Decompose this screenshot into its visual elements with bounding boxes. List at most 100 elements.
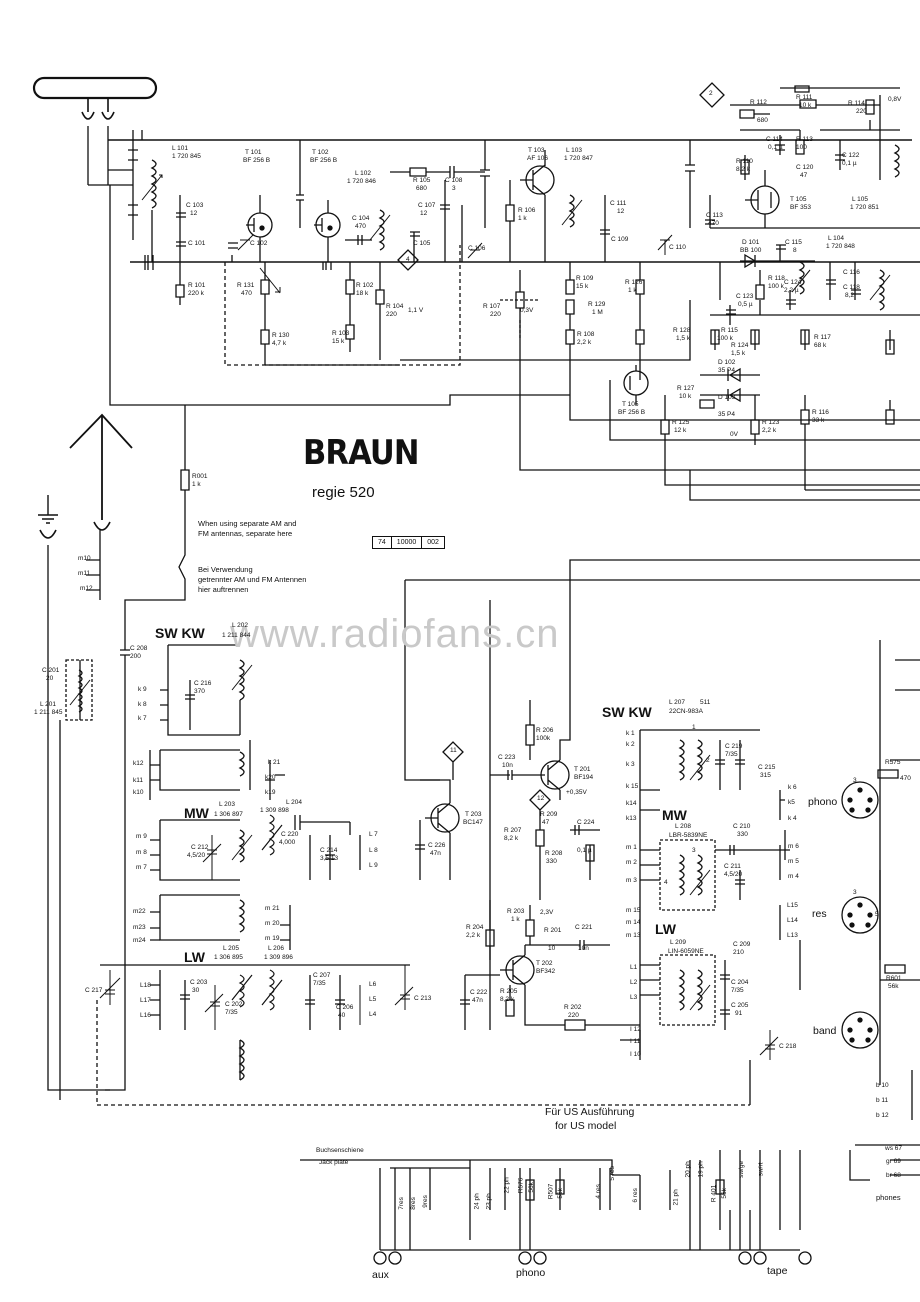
label-r207: R 207 (504, 827, 522, 834)
label-r206: R 206 (536, 727, 554, 734)
label-l209: L 209 (670, 939, 687, 946)
terminal-l5: L5 (369, 996, 377, 1003)
label-r114: R 114 (848, 100, 865, 107)
label-c217: C 217 (85, 987, 103, 994)
label-c111: C 111 (610, 200, 627, 207)
value-c206: 40 (338, 1012, 346, 1019)
value-r507: 56k (556, 1188, 564, 1199)
terminal-k13: k13 (626, 815, 637, 822)
value-c226: 47n (430, 850, 441, 857)
value-t202: BF342 (536, 968, 556, 975)
label-r110: R 110 (736, 158, 753, 165)
terminal-l15: L15 (787, 902, 798, 909)
value-r103: 15 k (332, 338, 345, 345)
value-l208: LBR-5839NE (669, 832, 708, 839)
terminal-k8: k 8 (138, 701, 147, 708)
label-c226: C 226 (428, 842, 446, 849)
terminal-k14: k14 (626, 800, 637, 807)
socket-pin-5: 5 (875, 911, 879, 918)
value-l101: 1 720 845 (172, 153, 201, 160)
label-r129: R 129 (588, 301, 606, 308)
label-r125: R 125 (672, 419, 690, 426)
label-c218: C 218 (779, 1043, 797, 1050)
label-r507: R507 (547, 1183, 555, 1200)
node-2: 2 (709, 90, 713, 97)
label-c213: C 213 (414, 995, 432, 1002)
label-c120: C 120 (796, 164, 814, 171)
jack-plate-en: Jack plate (319, 1159, 349, 1166)
model-name: regie 520 (312, 484, 375, 501)
value-r101: 220 k (188, 290, 204, 297)
value-r109: 15 k (576, 283, 589, 290)
label-t203: T 203 (465, 811, 482, 818)
terminal-k21: k 21 (268, 759, 281, 766)
value-c224: 0,1 µ (577, 847, 592, 854)
document-stamp: 74 10000 002 (372, 536, 445, 549)
value-c211: 4,5/20 (724, 871, 743, 878)
value-r113: 100 (796, 144, 807, 151)
value-c122: 0,1 µ (842, 160, 857, 167)
note-us-en: for US model (555, 1120, 617, 1132)
band-heading-sw-kw-2: SW KW (602, 704, 652, 720)
jack-pin-22ph: 22 ph (503, 1177, 511, 1194)
label-r130: R 130 (272, 332, 290, 339)
terminal-m12: m12 (80, 585, 93, 592)
voltage-03: 0,3V (520, 307, 534, 314)
value-r209: 47 (542, 819, 550, 826)
label-r576: R576 (517, 1177, 525, 1194)
value-r131: 470 (241, 290, 252, 297)
value-r105: 680 (416, 185, 427, 192)
label-c220: C 220 (281, 831, 299, 838)
value-r125: 12 k (674, 427, 687, 434)
voltage-08: 0,8V (888, 96, 902, 103)
terminal-k1: k 1 (626, 730, 635, 737)
terminal-l7: L 7 (369, 831, 378, 838)
value-d102: 35 P4 (718, 367, 735, 374)
label-r205: R 205 (500, 988, 518, 995)
value-l205: 1 306 895 (214, 954, 243, 961)
label-t105b: T 105 (622, 401, 639, 408)
coil-pin-2: 2 (706, 757, 710, 764)
jack-pin-4res: 4 res (594, 1184, 602, 1199)
terminal-k6: k 6 (788, 784, 797, 791)
jack-label-tape: tape (767, 1265, 788, 1277)
value-l206: 1 309 896 (264, 954, 293, 961)
label-c124: C 124 (784, 279, 802, 286)
label-r103: R 103 (332, 330, 350, 337)
label-c109: C 109 (611, 236, 629, 243)
wire-ws67: ws 67 (885, 1145, 902, 1152)
value-r117: 68 k (814, 342, 827, 349)
res-socket (841, 896, 879, 934)
terminal-k15: k 15 (626, 783, 639, 790)
terminal-k9: k 9 (138, 686, 147, 693)
terminal-l6: L6 (369, 981, 377, 988)
terminal-l8: L 8 (369, 847, 378, 854)
coil-pin-4: 4 (664, 879, 668, 886)
value-c124: 2,2 µ (784, 287, 799, 294)
value-r107: 220 (490, 311, 501, 318)
label-c212: C 212 (191, 844, 209, 851)
label-c103: C 103 (186, 202, 204, 209)
value-r114: 220 (856, 108, 867, 115)
terminal-b10: b 10 (876, 1082, 889, 1089)
label-d103: D 103 (718, 394, 736, 401)
value-c212: 4,5/20 (187, 852, 206, 859)
value-r401: 56k (720, 1188, 728, 1199)
band-heading-mw-2: MW (662, 807, 687, 823)
label-c204: C 204 (731, 979, 749, 986)
jack-pin-7res: 7res (397, 1197, 405, 1210)
note-de-1: Bei Verwendung (198, 565, 253, 574)
label-r106: R 106 (518, 207, 536, 214)
terminal-l2: L2 (630, 979, 638, 986)
label-l203: L 203 (219, 801, 236, 808)
terminal-k12: k12 (133, 760, 144, 767)
value-c209: 210 (733, 949, 744, 956)
label-r107: R 107 (483, 303, 501, 310)
value-l203: 1 306 897 (214, 811, 243, 818)
terminal-l13: L13 (787, 932, 798, 939)
label-c211: C 211 (724, 863, 741, 870)
value-l207: 22CN-983A (669, 708, 703, 715)
terminal-m23: m23 (133, 924, 146, 931)
value-d103: 35 P4 (718, 411, 735, 418)
socket-label-res: res (812, 908, 827, 920)
